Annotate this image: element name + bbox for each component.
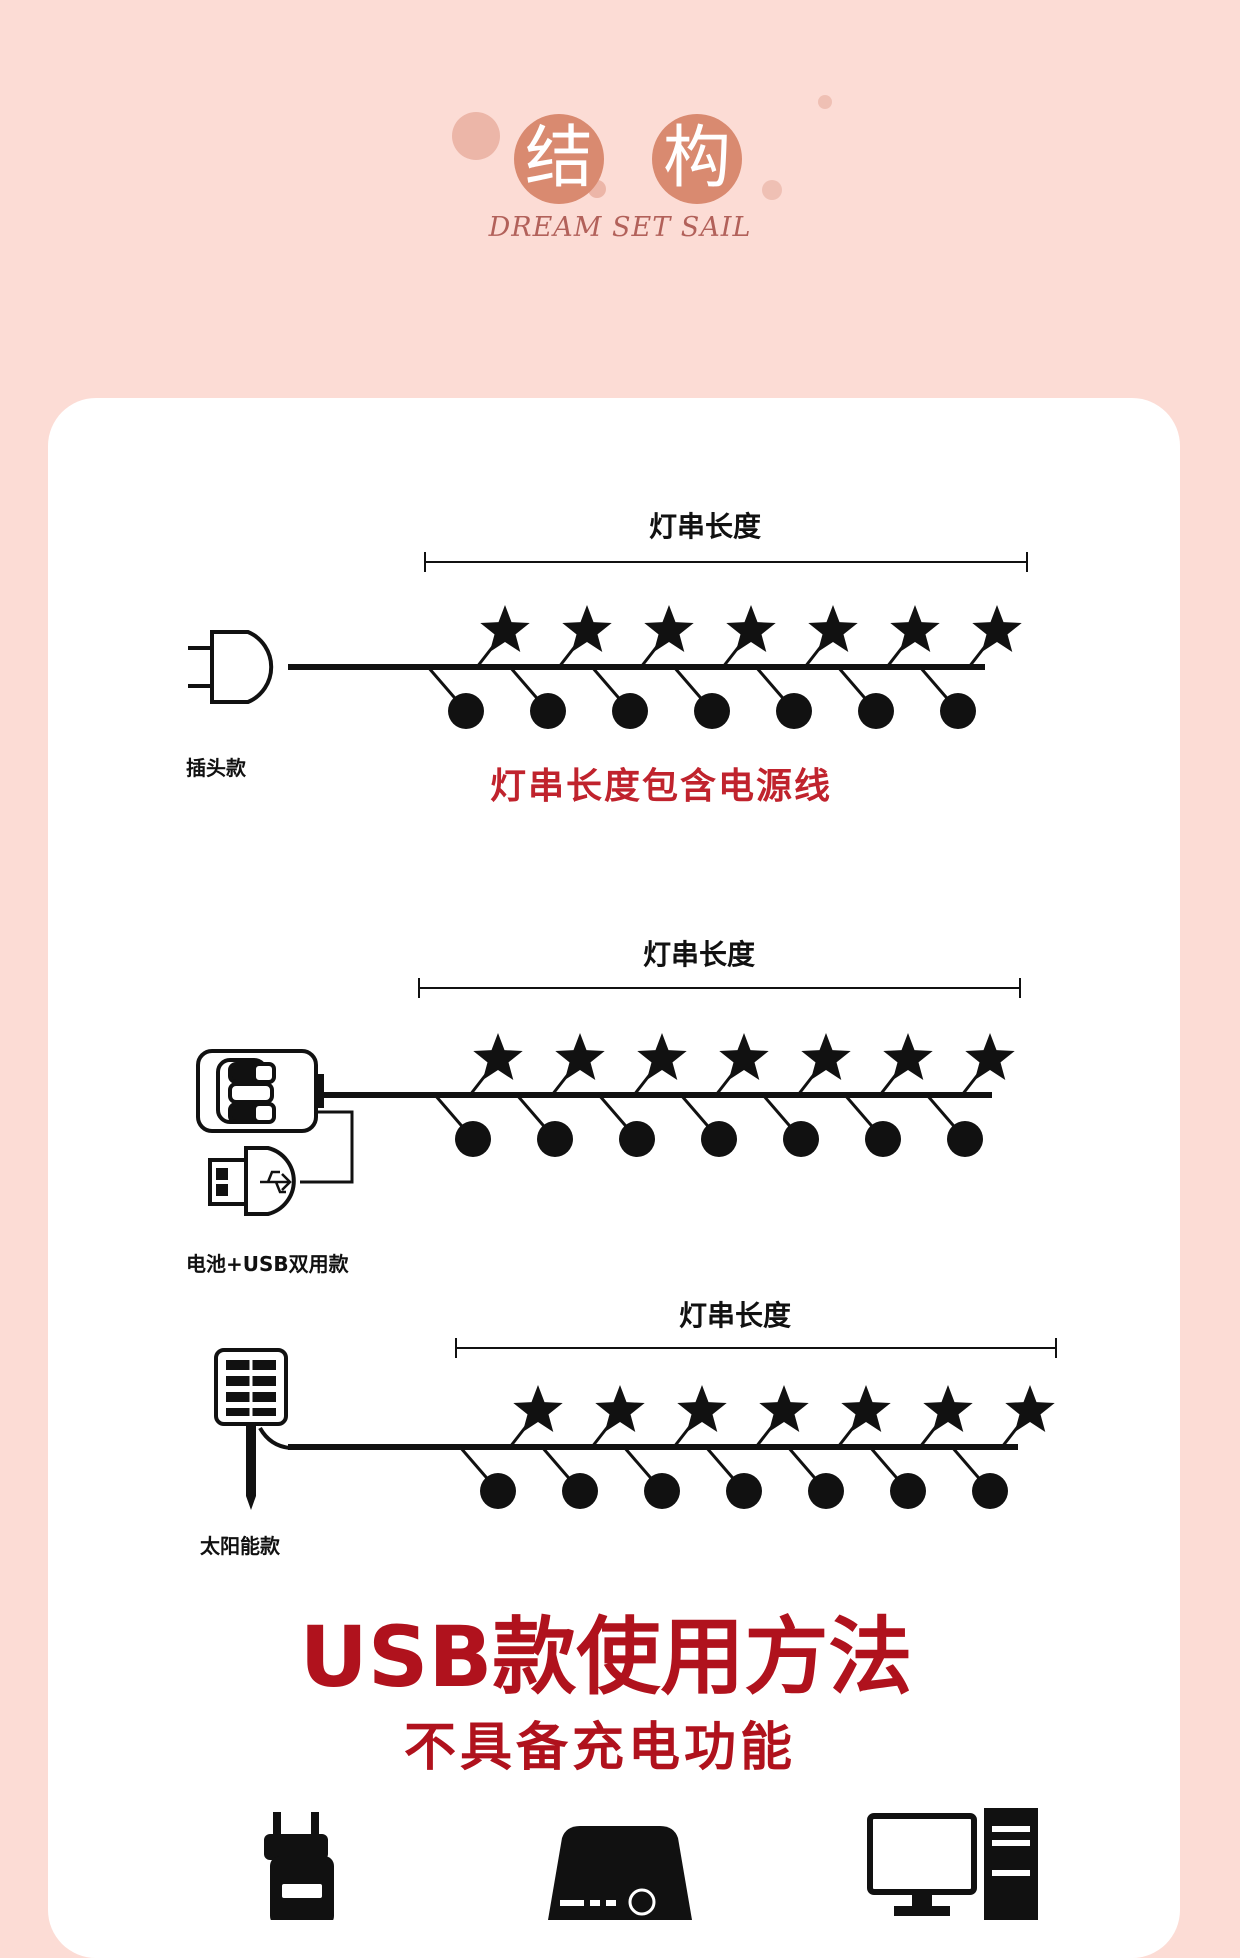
bulb-light: [940, 693, 976, 729]
light-string-battery-usb: [322, 1033, 1015, 1157]
variant-label-solar: 太阳能款: [200, 1534, 280, 1558]
star-light: [637, 1033, 687, 1080]
bulb-light: [972, 1473, 1008, 1509]
usb-plug-icon: [208, 1146, 296, 1216]
bulb-light: [694, 693, 730, 729]
variant-label-plug: 插头款: [186, 756, 246, 780]
usb-usage-subtitle: 不具备充电功能: [403, 1718, 796, 1778]
light-string-solar: [288, 1385, 1055, 1509]
bulb-light: [776, 693, 812, 729]
star-light: [726, 605, 776, 652]
decor-circle: [452, 112, 500, 160]
header-subtitle: DREAM SET SAIL: [488, 212, 752, 243]
star-light: [923, 1385, 973, 1432]
bulb-light: [562, 1473, 598, 1509]
bulb-light: [890, 1473, 926, 1509]
bulb-light: [448, 693, 484, 729]
plug-length-note: 灯串长度包含电源线: [490, 766, 833, 807]
star-light: [555, 1033, 605, 1080]
bulb-light: [530, 693, 566, 729]
star-light: [1005, 1385, 1055, 1432]
light-string-plug: [288, 605, 1022, 729]
bulb-light: [701, 1121, 737, 1157]
length-label: 灯串长度: [679, 1299, 791, 1332]
star-light: [890, 605, 940, 652]
wall-charger-icon: [264, 1812, 334, 1920]
length-dimension-plug: 灯串长度: [424, 510, 1028, 572]
star-light: [801, 1033, 851, 1080]
plug-icon: [188, 630, 274, 704]
bulb-light: [619, 1121, 655, 1157]
bulb-light: [783, 1121, 819, 1157]
bulb-light: [808, 1473, 844, 1509]
usb-usage-title: USB款使用方法: [299, 1608, 913, 1706]
length-label: 灯串长度: [643, 938, 755, 971]
decor-circle: [818, 95, 832, 109]
star-light: [513, 1385, 563, 1432]
star-light: [480, 605, 530, 652]
bulb-light: [865, 1121, 901, 1157]
star-light: [972, 605, 1022, 652]
bulb-light: [455, 1121, 491, 1157]
length-dimension-battery-usb: 灯串长度: [418, 938, 1021, 998]
star-light: [841, 1385, 891, 1432]
bulb-light: [726, 1473, 762, 1509]
star-light: [677, 1385, 727, 1432]
star-light: [562, 605, 612, 652]
bulb-light: [858, 693, 894, 729]
battery-box-icon: [196, 1049, 354, 1184]
header: 结 构 DREAM SET SAIL: [0, 0, 1240, 400]
desktop-computer-icon: [867, 1808, 1038, 1920]
star-light: [719, 1033, 769, 1080]
variant-label-battery-usb: 电池+USB双用款: [186, 1252, 349, 1276]
length-dimension-solar: 灯串长度: [455, 1299, 1057, 1358]
star-light: [883, 1033, 933, 1080]
title-char-2: 构: [652, 114, 742, 204]
star-light: [473, 1033, 523, 1080]
power-bank-icon: [548, 1826, 692, 1920]
decor-circle: [762, 180, 782, 200]
star-light: [965, 1033, 1015, 1080]
solar-panel-icon: [214, 1348, 291, 1510]
bulb-light: [537, 1121, 573, 1157]
bulb-light: [947, 1121, 983, 1157]
star-light: [759, 1385, 809, 1432]
bulb-light: [644, 1473, 680, 1509]
star-light: [644, 605, 694, 652]
length-label: 灯串长度: [649, 510, 761, 543]
bulb-light: [612, 693, 648, 729]
star-light: [808, 605, 858, 652]
star-light: [595, 1385, 645, 1432]
title-char-1: 结: [514, 114, 604, 204]
bulb-light: [480, 1473, 516, 1509]
